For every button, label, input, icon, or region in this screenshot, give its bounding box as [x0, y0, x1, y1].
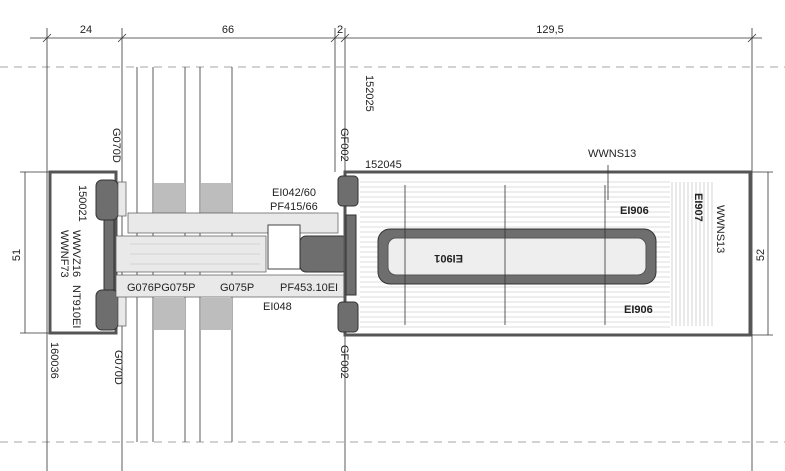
label-gf002-bot: GF002 [338, 345, 350, 379]
dimension-ticks [20, 33, 773, 336]
label-ei042: EI042/60 [272, 187, 316, 199]
dim-129-5: 129,5 [536, 24, 564, 36]
label-ei906-bot: EI906 [624, 304, 653, 316]
label-wwns13-top: WWNS13 [588, 148, 636, 160]
dim-24: 24 [80, 24, 92, 36]
label-ei901: EI901 [434, 252, 463, 264]
label-wwvz16: WWVZ16 [70, 230, 82, 277]
label-ei906-top: EI906 [620, 205, 649, 217]
label-wwnf73: WWNF73 [58, 230, 70, 278]
part-labels: 152025 GF002 152045 WWNS13 G070D 150021 … [48, 75, 726, 385]
label-pf415: PF415/66 [270, 201, 318, 213]
left-box-profile [48, 170, 127, 335]
label-152045: 152045 [365, 159, 402, 171]
dim-51: 51 [11, 249, 23, 261]
label-gf002-top: GF002 [338, 128, 350, 162]
label-g070d-top: G070D [110, 128, 122, 163]
label-160036: 160036 [48, 342, 60, 379]
dim-66: 66 [222, 24, 234, 36]
mullion-core [115, 212, 349, 298]
reference-lines [0, 28, 785, 471]
dimension-labels: 24 66 2 129,5 51 52 [11, 24, 767, 261]
label-152025: 152025 [363, 75, 375, 112]
label-pf453: PF453.10EI [280, 282, 338, 294]
dim-52: 52 [755, 249, 767, 261]
label-nt910ei: NT910EI [70, 285, 82, 328]
label-ei048: EI048 [263, 301, 292, 313]
dim-2: 2 [337, 24, 343, 36]
label-g076p: G076PG075P [127, 282, 196, 294]
label-g075p: G075P [220, 282, 254, 294]
label-ei907: EI907 [692, 193, 704, 222]
right-box-profile [337, 165, 752, 337]
label-wwns13-right: WWNS13 [714, 205, 726, 253]
label-150021: 150021 [76, 185, 88, 222]
label-g070d-bot: G070D [112, 350, 124, 385]
